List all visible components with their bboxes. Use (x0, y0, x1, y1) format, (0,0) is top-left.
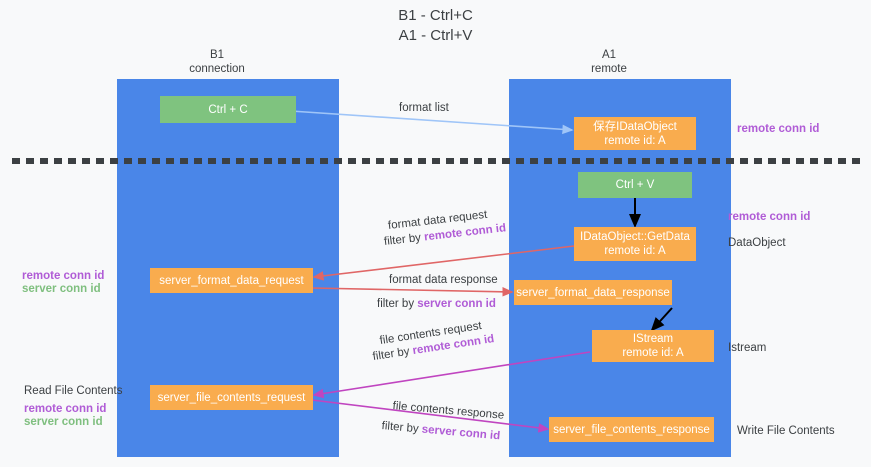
edge-label-format-data-response: format data response (389, 274, 498, 286)
filter-prefix-1: filter by (383, 231, 425, 249)
column-header-a1: A1 remote (509, 48, 709, 76)
annotation-right-write-file-contents: Write File Contents (737, 425, 835, 437)
diagram-title-line1: B1 - Ctrl+C (398, 7, 473, 24)
diagram-title-line2: A1 - Ctrl+V (398, 27, 473, 44)
filter-key-server-conn-id-2: server conn id (421, 423, 501, 443)
box-ctrl-v-label: Ctrl + V (615, 179, 655, 191)
box-server-format-data-response-label: server_format_data_response (516, 286, 670, 299)
column-header-a1-sub: remote (591, 63, 627, 75)
box-server-format-data-request[interactable]: server_format_data_request (150, 268, 313, 293)
box-istream-line2: remote id: A (622, 347, 684, 359)
column-header-b1-name: B1 (209, 49, 225, 61)
annotation-left-read-file-contents: Read File Contents (24, 385, 123, 397)
box-save-idataobject-line2: remote id: A (604, 134, 666, 147)
filter-prefix-3: filter by (371, 345, 414, 364)
section-divider (12, 158, 860, 164)
edge-label-file-contents-response: file contents response (392, 400, 505, 422)
box-server-format-data-response[interactable]: server_format_data_response (514, 280, 672, 305)
box-server-file-contents-response-label: server_file_contents_response (553, 423, 710, 436)
annotation-left-server-conn-id: server conn id (22, 283, 101, 295)
edge-label-file-contents-response-filter: filter by server conn id (381, 419, 501, 444)
annotation-right-mid-remote-conn-id: remote conn id (728, 211, 811, 223)
box-istream[interactable]: IStream remote id: A (592, 330, 714, 362)
box-server-file-contents-request[interactable]: server_file_contents_request (150, 385, 313, 410)
annotation-left-remote-conn-id: remote conn id (22, 270, 105, 282)
annotation-right-istream: Istream (728, 342, 767, 354)
filter-prefix-2: filter by (377, 298, 418, 310)
column-header-a1-name: A1 (601, 49, 617, 61)
edge-label-format-data-response-filter: filter by server conn id (377, 297, 496, 312)
column-header-b1-sub: connection (189, 63, 245, 75)
filter-prefix-4: filter by (381, 420, 423, 436)
annotation-right-top-remote-conn-id: remote conn id (737, 123, 820, 135)
box-ctrl-c[interactable]: Ctrl + C (160, 96, 296, 123)
box-idataobject-getdata[interactable]: IDataObject::GetData remote id: A (574, 227, 696, 261)
edge-label-format-list: format list (399, 102, 449, 114)
box-save-idataobject[interactable]: 保存IDataObject remote id: A (574, 117, 696, 150)
annotation-right-dataobject: DataObject (728, 237, 786, 249)
diagram-title: B1 - Ctrl+C A1 - Ctrl+V (0, 6, 871, 46)
box-server-file-contents-response[interactable]: server_file_contents_response (549, 417, 714, 442)
box-save-idataobject-line1: 保存IDataObject (593, 120, 677, 133)
annotation-left-bottom-server-conn-id: server conn id (24, 416, 103, 428)
box-ctrl-v[interactable]: Ctrl + V (578, 172, 692, 198)
edge-format-data-response (311, 287, 514, 297)
box-idataobject-getdata-line2: remote id: A (604, 245, 666, 257)
filter-key-server-conn-id-1: server conn id (417, 298, 496, 310)
column-header-b1: B1 connection (117, 48, 317, 76)
box-server-file-contents-request-label: server_file_contents_request (157, 391, 306, 404)
box-server-format-data-request-label: server_format_data_request (159, 274, 304, 287)
box-istream-line1: IStream (632, 333, 674, 345)
box-ctrl-c-label: Ctrl + C (208, 103, 248, 116)
annotation-left-bottom-remote-conn-id: remote conn id (24, 403, 107, 415)
box-idataobject-getdata-line1: IDataObject::GetData (580, 231, 690, 243)
